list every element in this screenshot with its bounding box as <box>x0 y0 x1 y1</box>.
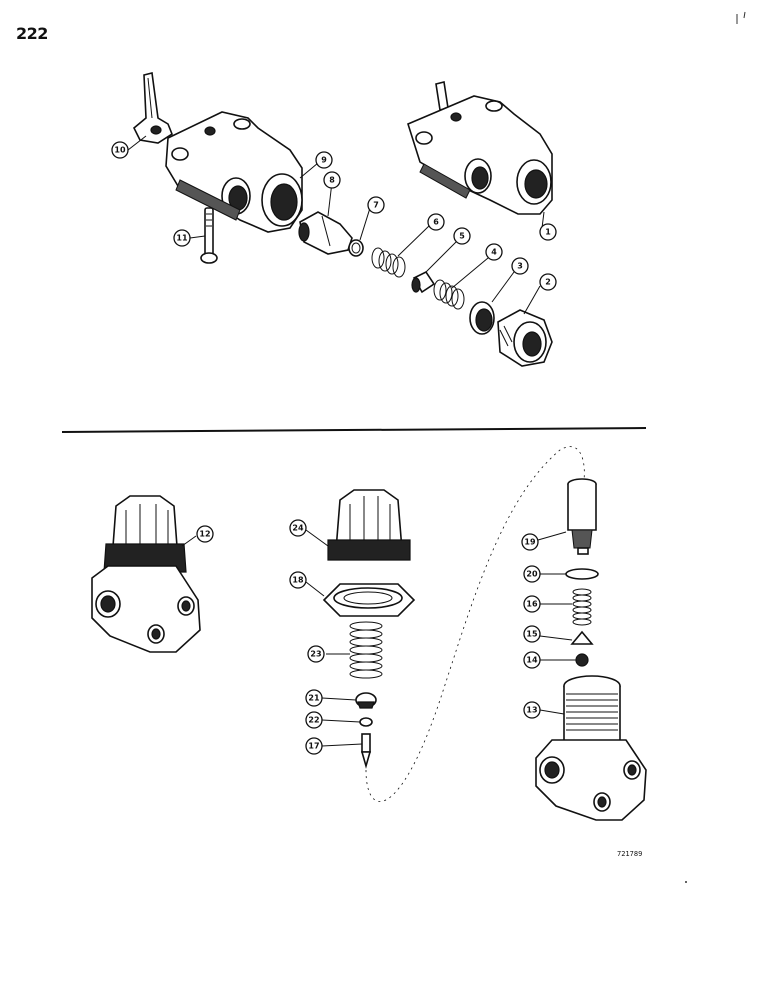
callout-10-label: 10 <box>114 146 126 155</box>
seat-ring-part <box>469 301 495 335</box>
callout-23-label: 23 <box>310 650 321 659</box>
callout-16: 16 <box>523 595 541 613</box>
callout-11-label: 11 <box>176 234 188 243</box>
callout-10: 10 <box>111 141 129 159</box>
small-o-ring-part <box>359 717 373 727</box>
figure-id: 721789 <box>617 850 643 858</box>
callout-2-label: 2 <box>545 278 551 287</box>
callout-21-label: 21 <box>308 694 320 703</box>
callout-4: 4 <box>485 243 503 261</box>
callout-20: 20 <box>523 565 541 583</box>
callout-20-label: 20 <box>526 570 538 579</box>
plug-part <box>497 309 553 367</box>
callout-22-label: 22 <box>308 716 319 725</box>
callout-15-label: 15 <box>526 630 538 639</box>
callout-12-label: 12 <box>199 530 210 539</box>
callout-21: 21 <box>305 689 323 707</box>
callout-9: 9 <box>315 151 333 169</box>
callout-17-label: 17 <box>308 742 319 751</box>
valve-housing-part <box>535 675 647 821</box>
o-ring-part <box>348 239 364 257</box>
spool-part <box>298 211 353 255</box>
poppet-cone-part <box>570 630 594 645</box>
callout-5: 5 <box>453 227 471 245</box>
callout-18: 18 <box>289 571 307 589</box>
callout-6: 6 <box>427 213 445 231</box>
callout-2: 2 <box>539 273 557 291</box>
callout-1: 1 <box>539 223 557 241</box>
callout-5-label: 5 <box>459 232 465 241</box>
callout-23: 23 <box>307 645 325 663</box>
callout-12: 12 <box>196 525 214 543</box>
cap-part <box>327 489 411 561</box>
check-ball-part <box>575 653 589 667</box>
callout-8: 8 <box>323 171 341 189</box>
section-divider <box>61 427 647 433</box>
callout-17: 17 <box>305 737 323 755</box>
pin-part <box>360 733 372 769</box>
callout-11: 11 <box>173 229 191 247</box>
callout-4-label: 4 <box>491 248 497 257</box>
valve-assembled <box>407 81 553 215</box>
callout-15: 15 <box>523 625 541 643</box>
bracket-part <box>133 72 173 144</box>
valve-body-left <box>165 111 303 233</box>
callout-13-label: 13 <box>526 706 537 715</box>
adjuster-sleeve-part <box>567 478 597 555</box>
callout-7: 7 <box>367 196 385 214</box>
callout-9-label: 9 <box>321 156 327 165</box>
callout-24: 24 <box>289 519 307 537</box>
poppet-part <box>411 270 436 294</box>
callout-13: 13 <box>523 701 541 719</box>
callout-3-label: 3 <box>517 262 523 271</box>
o-ring-inner <box>351 242 361 254</box>
poppet-spring-part <box>572 588 592 626</box>
sleeve-o-ring-part <box>565 568 599 580</box>
scan-dot <box>685 881 687 883</box>
callout-8-label: 8 <box>329 176 335 185</box>
relief-valve-assembled <box>91 495 201 653</box>
assembly-guide-line <box>365 446 585 802</box>
callout-16-label: 16 <box>526 600 538 609</box>
spring-small-part <box>433 279 465 310</box>
scan-mark <box>736 11 746 24</box>
spring-seat-part <box>355 692 377 709</box>
callout-19-label: 19 <box>524 538 536 547</box>
callout-22: 22 <box>305 711 323 729</box>
callout-3: 3 <box>511 257 529 275</box>
callout-14: 14 <box>523 651 541 669</box>
callout-24-label: 24 <box>292 524 304 533</box>
page-number: 222 <box>16 24 48 43</box>
callout-6-label: 6 <box>433 218 439 227</box>
lock-nut-part <box>322 583 416 617</box>
main-spring-part <box>349 621 383 679</box>
callout-19: 19 <box>521 533 539 551</box>
bolt-part <box>200 207 218 264</box>
callout-7-label: 7 <box>373 201 379 210</box>
callout-1-label: 1 <box>545 228 551 237</box>
callout-14-label: 14 <box>526 656 538 665</box>
callout-18-label: 18 <box>292 576 304 585</box>
spring-part <box>371 247 406 278</box>
